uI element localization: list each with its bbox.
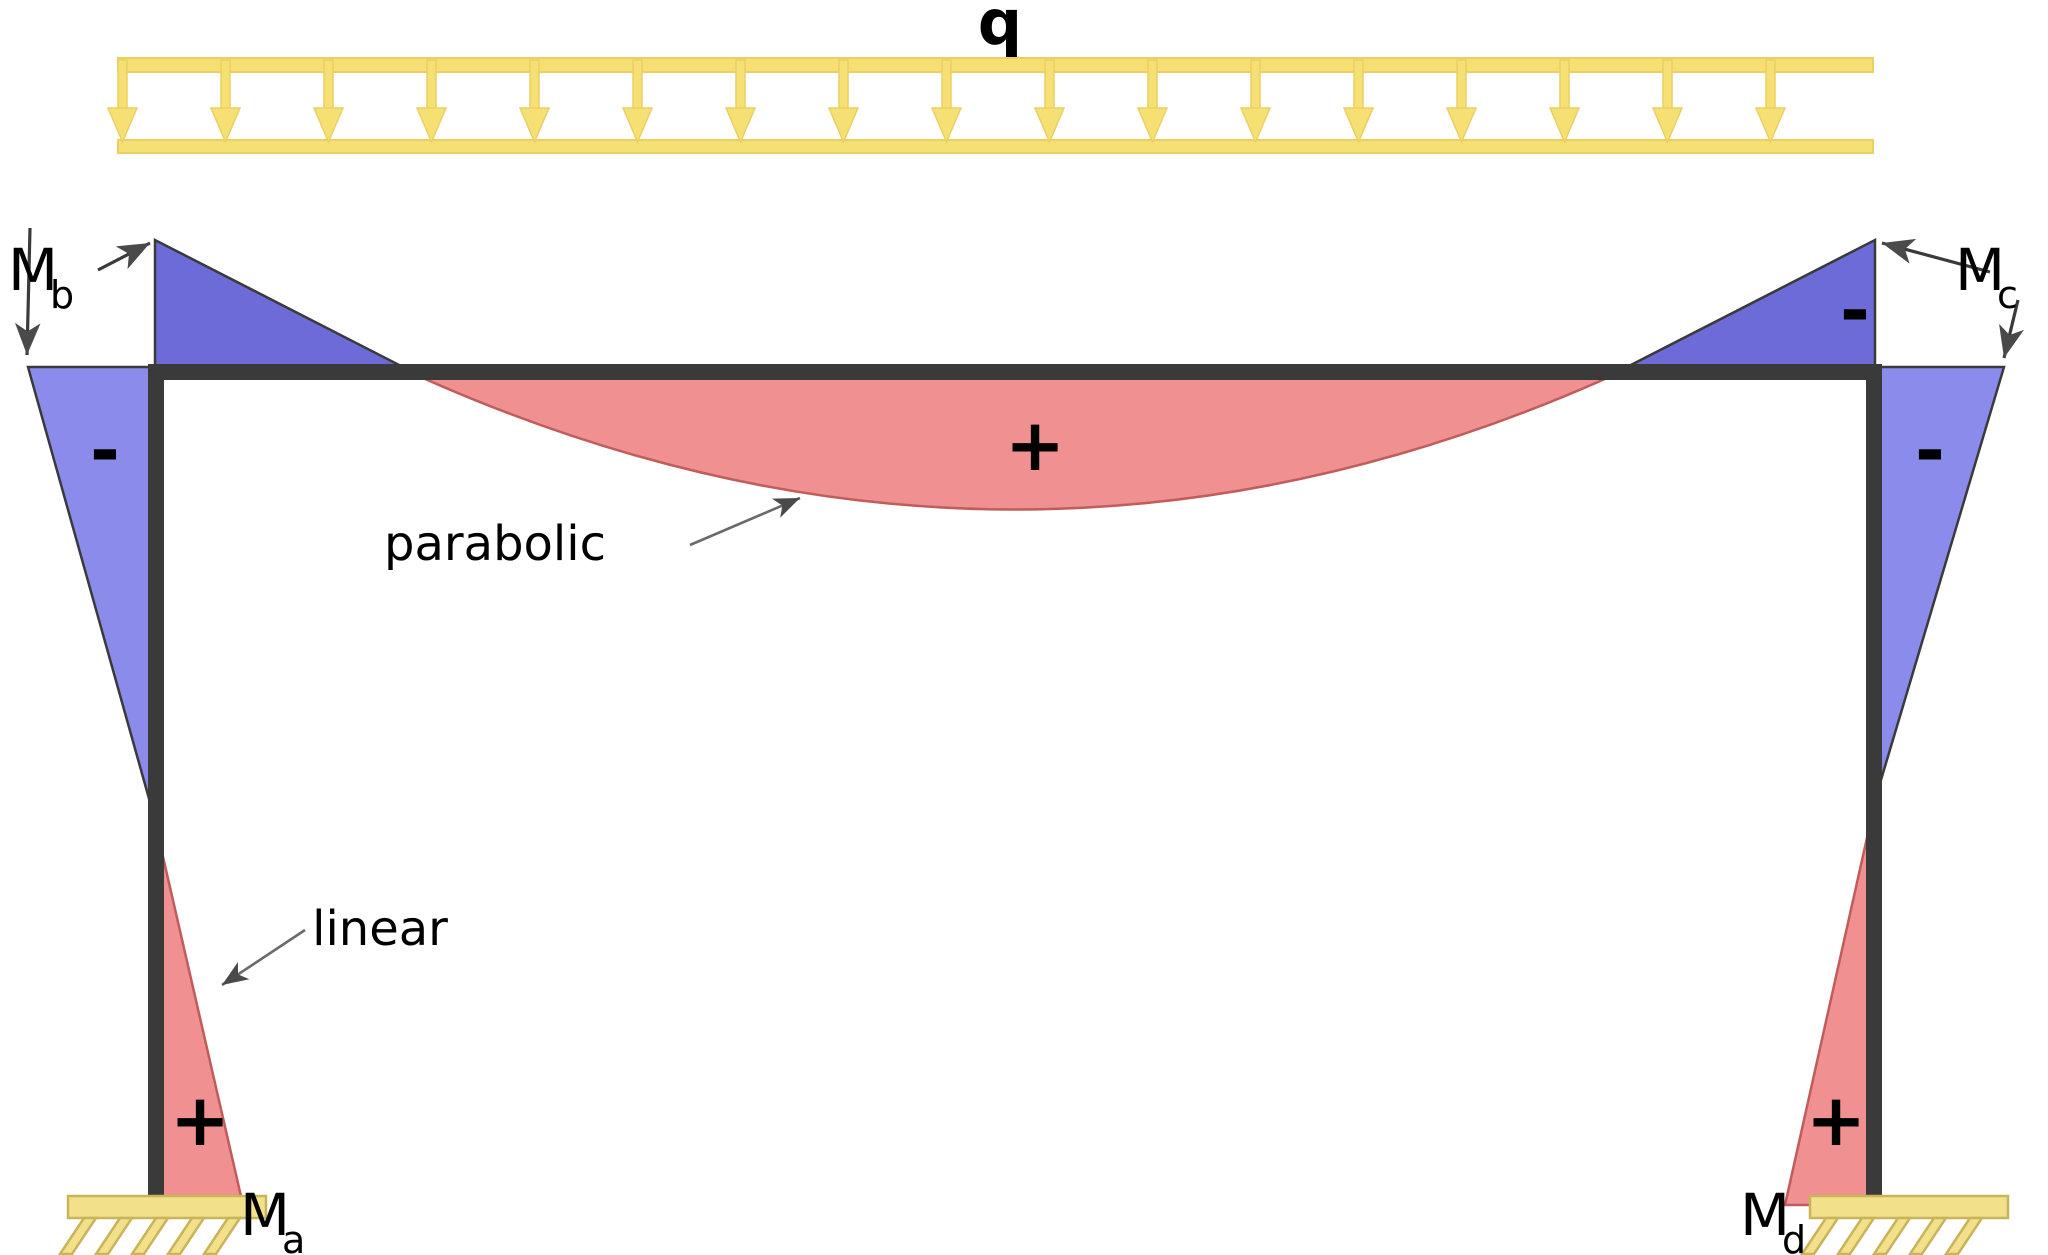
support-a-fixed [57, 1194, 268, 1255]
frame-right-column [1866, 364, 1882, 1209]
sign-minus-right-beam: - [1840, 268, 1870, 352]
support-d-base-plate [1808, 1194, 2010, 1220]
moment-d-label: M d [1740, 1181, 1806, 1255]
load-arrow [209, 59, 242, 144]
linear-annotation-label: linear [312, 901, 448, 957]
load-arrow [827, 59, 860, 144]
support-a-hatch [165, 1216, 207, 1255]
support-d-fixed [1799, 1194, 2010, 1255]
load-arrow [1651, 59, 1684, 144]
moment-a-label-main: M [240, 1181, 290, 1249]
moment-a-label: M a [240, 1181, 305, 1255]
moment-b-label: M b [8, 236, 74, 317]
support-d-hatch [1835, 1216, 1877, 1255]
moment-b-leader-to-apex [97, 241, 151, 272]
moment-a-label-sub: a [282, 1218, 305, 1255]
support-d-hatch [1799, 1216, 1841, 1255]
moment-b-leader-to-column [14, 227, 41, 356]
distributed-load-group: q [106, 0, 1874, 154]
moment-c-leader-to-column [1999, 299, 2024, 359]
frame-structure [148, 364, 1882, 1209]
load-arrow [1445, 59, 1478, 144]
load-arrow [1342, 59, 1375, 144]
load-top-rail [117, 57, 1874, 73]
load-arrow [1136, 59, 1169, 144]
load-arrow [1239, 59, 1272, 144]
parabolic-leader [689, 496, 801, 547]
frame-beam [148, 364, 1882, 380]
support-d-hatch [1943, 1216, 1985, 1255]
load-arrow [1548, 59, 1581, 144]
load-arrow [1033, 59, 1066, 144]
moment-c-label-main: M [1955, 236, 2005, 304]
load-arrow [930, 59, 963, 144]
support-a-hatch [129, 1216, 171, 1255]
load-arrows [106, 59, 1787, 144]
support-a-hatch [93, 1216, 135, 1255]
beam-right-negative-region [1626, 237, 1877, 369]
sign-plus-left-column: + [170, 1078, 230, 1162]
moment-c-label: M c [1955, 236, 2018, 317]
moment-c-leader-to-apex [1881, 238, 1991, 274]
moment-d-label-main: M [1740, 1181, 1790, 1249]
load-arrow [621, 59, 654, 144]
sign-minus-right-column: - [1915, 408, 1945, 492]
moment-c-label-sub: c [1997, 273, 2018, 317]
parabolic-annotation-label: parabolic [384, 516, 606, 572]
support-d-hatch [1871, 1216, 1913, 1255]
load-arrow [415, 59, 448, 144]
load-arrow [1754, 59, 1787, 144]
beam-positive-parabola-region [402, 367, 1628, 511]
load-bottom-rail [117, 139, 1874, 154]
moment-b-label-sub: b [50, 273, 74, 317]
load-arrow [312, 59, 345, 144]
beam-left-negative-region [153, 237, 404, 369]
sign-plus-right-column: + [1806, 1078, 1866, 1162]
support-a-base-plate [66, 1194, 268, 1220]
load-arrow [518, 59, 551, 144]
sign-minus-left-column: - [90, 408, 120, 492]
load-arrow [106, 59, 139, 144]
moment-d-label-sub: d [1782, 1218, 1806, 1255]
support-a-hatch [57, 1216, 99, 1255]
sign-plus-beam: + [1005, 403, 1065, 487]
load-label-q: q [978, 0, 1022, 59]
frame-left-column [148, 364, 164, 1209]
support-a-hatch [201, 1216, 243, 1255]
moment-b-label-main: M [8, 236, 58, 304]
support-d-hatch [1907, 1216, 1949, 1255]
linear-leader [221, 928, 306, 987]
load-arrow [724, 59, 757, 144]
